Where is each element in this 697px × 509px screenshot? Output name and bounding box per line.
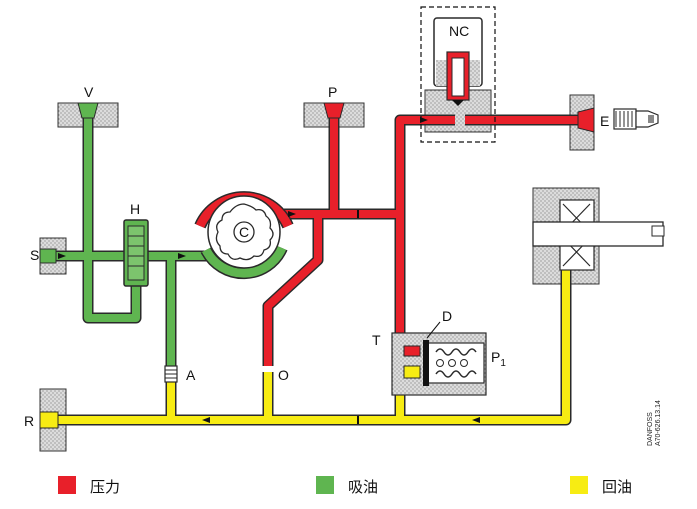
h-valve xyxy=(123,219,149,287)
side-code-line2: A70-626.13.14 xyxy=(655,400,662,446)
pump-suction-arc xyxy=(201,246,287,278)
label-e: E xyxy=(600,113,609,129)
label-h: H xyxy=(130,201,140,217)
label-t: T xyxy=(372,332,381,348)
nc-solenoid-valve xyxy=(420,6,496,143)
diagram-labels: NC V P E H S C A O T D P1 R DANFOSS A70-… xyxy=(24,23,662,446)
e-port xyxy=(577,107,595,133)
label-nc: NC xyxy=(449,23,469,39)
legend-label-pressure: 压力 xyxy=(90,478,121,496)
label-a: A xyxy=(186,367,196,383)
label-c: C xyxy=(239,224,249,240)
e-fitting xyxy=(613,108,659,130)
label-d: D xyxy=(442,308,452,324)
flow-arrows xyxy=(58,117,480,423)
label-v: V xyxy=(84,84,94,100)
p-port xyxy=(323,102,345,119)
legend-swatch-suction xyxy=(316,476,334,494)
relief-valve xyxy=(391,321,487,396)
legend-swatch-return xyxy=(570,476,588,494)
shaft-assembly xyxy=(532,199,665,271)
side-code-line1: DANFOSS xyxy=(647,412,654,446)
label-o: O xyxy=(278,367,289,383)
v-inlet xyxy=(77,102,99,119)
legend-swatch-pressure xyxy=(58,476,76,494)
label-r: R xyxy=(24,413,34,429)
label-s: S xyxy=(30,247,39,263)
s-inlet xyxy=(39,248,57,264)
label-p1: P1 xyxy=(491,349,506,369)
legend-label-return: 回油 xyxy=(602,478,633,496)
pump-c xyxy=(207,195,281,269)
r-port xyxy=(39,411,59,429)
legend-label-suction: 吸油 xyxy=(348,478,379,496)
a-filter xyxy=(164,365,178,383)
label-p: P xyxy=(328,84,337,100)
